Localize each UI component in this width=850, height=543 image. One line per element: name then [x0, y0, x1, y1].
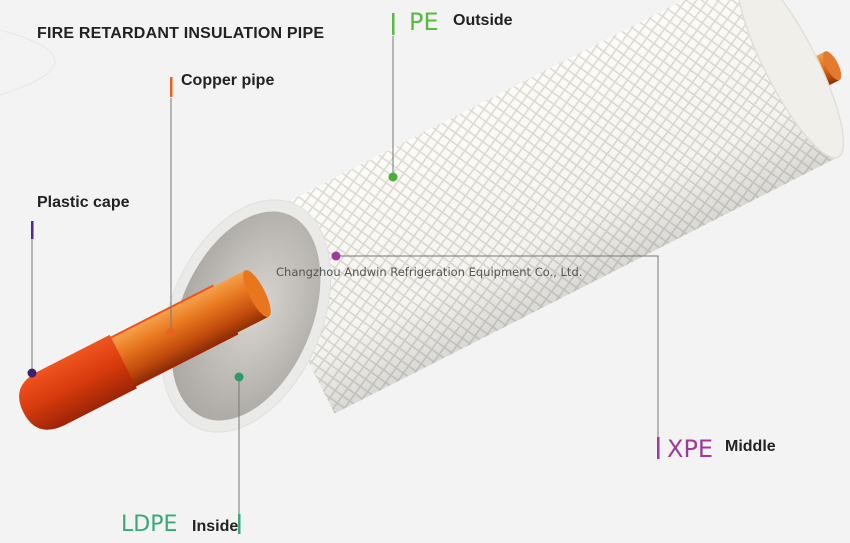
xpe-leader-line — [336, 255, 659, 438]
copper-pipe-near — [19, 270, 271, 430]
xpe-abbr-label: XPE — [667, 435, 714, 463]
callout-lines — [31, 36, 659, 519]
copper-marker — [170, 77, 173, 97]
diagram-title: FIRE RETARDANT INSULATION PIPE — [37, 25, 325, 42]
copper-dot — [166, 328, 176, 338]
plastic-cap-label: Plastic cape — [37, 194, 130, 211]
ldpe-dot — [234, 372, 244, 382]
pe-desc-label: Outside — [453, 12, 513, 29]
pe-dot — [388, 172, 398, 182]
ldpe-marker — [238, 514, 241, 534]
xpe-desc-label: Middle — [725, 438, 776, 455]
plastic-cap — [19, 334, 137, 430]
cap-dot — [27, 368, 37, 378]
pe-insulation-tube — [239, 0, 845, 414]
cap-marker — [31, 221, 34, 239]
background-arc — [0, 29, 56, 96]
pe-abbr-label: PE — [409, 8, 439, 36]
copper-pipe-label: Copper pipe — [181, 72, 275, 89]
company-watermark: Changzhou Andwin Refrigeration Equipment… — [276, 265, 583, 279]
ldpe-abbr-label: LDPE — [121, 512, 178, 537]
pe-marker — [392, 13, 395, 35]
xpe-marker — [657, 437, 660, 459]
ldpe-desc-label: Inside — [192, 518, 239, 535]
xpe-dot — [331, 251, 341, 261]
